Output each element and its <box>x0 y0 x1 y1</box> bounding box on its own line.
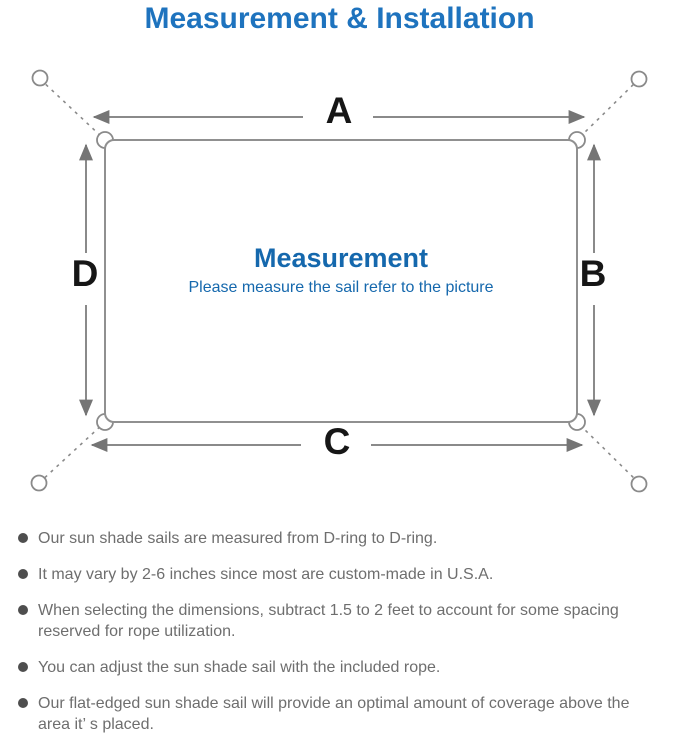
diagram-subheading: Please measure the sail refer to the pic… <box>188 279 494 296</box>
dimension-label-b: B <box>579 253 607 294</box>
dimension-label-c: C <box>323 421 351 462</box>
rope-line-top-left <box>39 78 105 140</box>
note-item: When selecting the dimensions, subtract … <box>18 600 668 642</box>
note-item: You can adjust the sun shade sail with t… <box>18 657 668 678</box>
note-item: It may vary by 2-6 inches since most are… <box>18 564 668 585</box>
note-item: Our flat-edged sun shade sail will provi… <box>18 693 668 735</box>
note-text: Our sun shade sails are measured from D-… <box>38 530 438 547</box>
diagram-heading: Measurement <box>253 243 429 273</box>
note-item: Our sun shade sails are measured from D-… <box>18 528 668 549</box>
bullet-icon <box>18 698 28 708</box>
rope-line-bottom-left <box>38 422 105 484</box>
rope-line-bottom-right <box>577 422 640 484</box>
notes-list: Our sun shade sails are measured from D-… <box>18 528 668 739</box>
measurement-diagram <box>30 69 648 493</box>
anchor-ring-top-right-icon <box>630 70 648 88</box>
note-text: When selecting the dimensions, subtract … <box>38 602 619 640</box>
rope-line-top-right <box>577 78 640 140</box>
rope-dashed-lines <box>38 78 640 484</box>
note-text: Our flat-edged sun shade sail will provi… <box>38 695 630 733</box>
anchor-ring-bottom-right-icon <box>630 475 648 493</box>
bullet-icon <box>18 605 28 615</box>
anchor-ring-bottom-left-icon <box>30 474 48 492</box>
anchor-rings <box>30 69 648 493</box>
note-text: It may vary by 2-6 inches since most are… <box>38 566 494 583</box>
bullet-icon <box>18 662 28 672</box>
dimension-label-a: A <box>325 90 353 131</box>
anchor-ring-top-left-icon <box>31 69 49 87</box>
bullet-icon <box>18 569 28 579</box>
shade-sail-rectangle <box>104 139 578 423</box>
page-title: Measurement & Installation <box>144 2 535 35</box>
measure-arrows <box>79 110 601 452</box>
note-text: You can adjust the sun shade sail with t… <box>38 659 441 676</box>
bullet-icon <box>18 533 28 543</box>
dimension-label-d: D <box>71 253 99 294</box>
